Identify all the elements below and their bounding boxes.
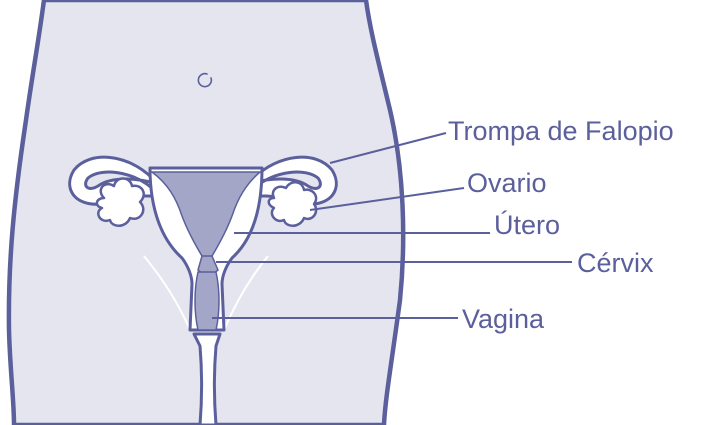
right-ovary (269, 182, 316, 226)
vaginal-canal (195, 272, 219, 330)
label-ovary: Ovario (467, 170, 547, 197)
label-fallopian-tube: Trompa de Falopio (448, 118, 674, 145)
label-cervix: Cérvix (577, 250, 654, 277)
left-ovary (97, 179, 144, 226)
label-uterus: Útero (494, 212, 560, 239)
label-vagina: Vagina (462, 306, 544, 333)
